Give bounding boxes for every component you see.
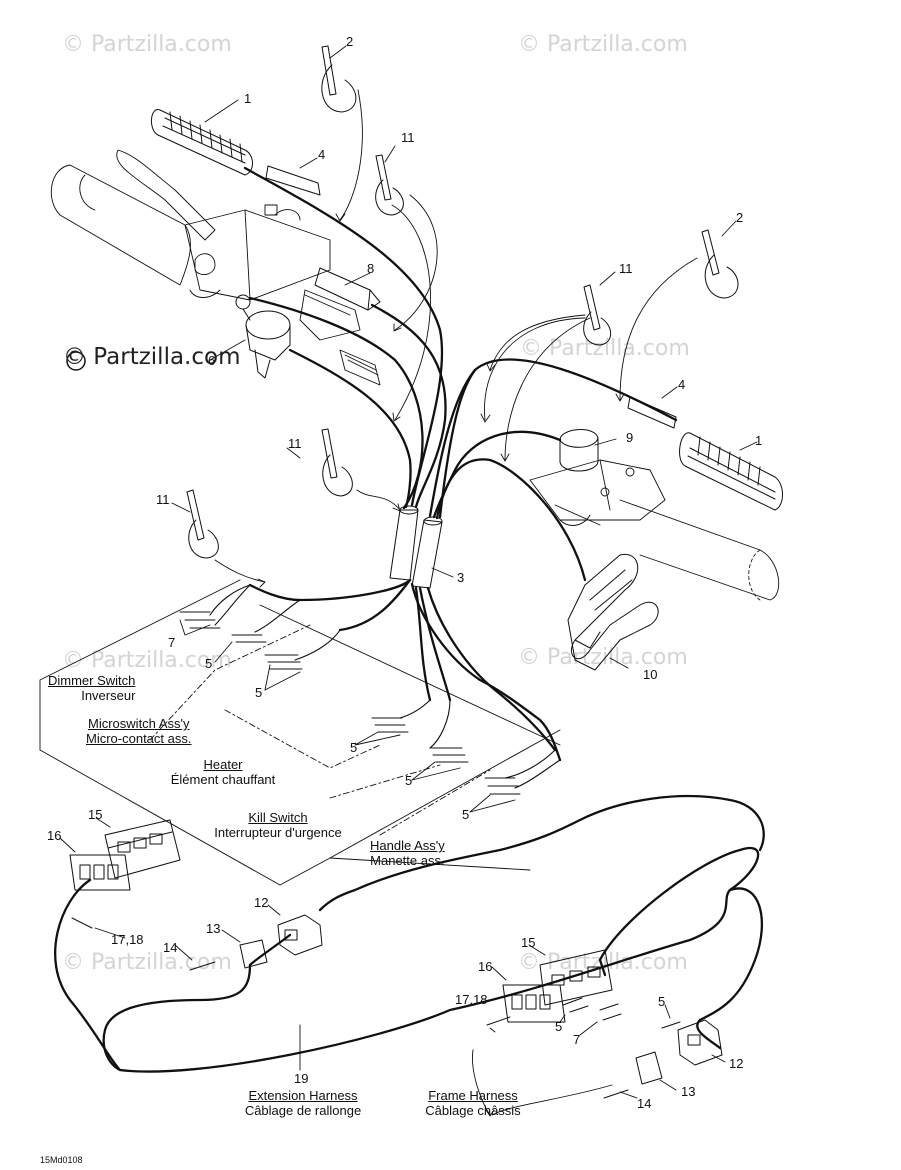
grip-heater-right [679, 432, 783, 511]
dash-leaders [149, 624, 491, 836]
extension-harness [54, 794, 765, 1073]
cable-tie-11-d [186, 489, 219, 559]
callout-5: 5 [462, 807, 470, 822]
label-extension-harness-fr: Câblage de rallonge [244, 1103, 362, 1118]
label-heater: Heater Élément chauffant [157, 757, 289, 787]
callout-1: 1 [755, 433, 763, 448]
callout-2: 2 [346, 34, 354, 49]
cable-tie-2-left [321, 45, 357, 113]
callout-7: 7 [168, 635, 176, 650]
label-microswitch-fr: Micro-contact ass. [86, 731, 192, 746]
label-frame-harness-en: Frame Harness [428, 1088, 518, 1103]
label-handle-assy-fr: Manette ass. [370, 853, 445, 868]
callout-8: 8 [367, 261, 375, 276]
callout-5: 5 [255, 685, 263, 700]
watermark: © Partzilla.com [62, 950, 232, 975]
label-extension-harness-en: Extension Harness [248, 1088, 358, 1103]
callout-12: 12 [254, 895, 269, 910]
pins [71, 917, 681, 1099]
sleeve-left [265, 165, 321, 196]
label-extension-harness: Extension Harness Câblage de rallonge [233, 1088, 373, 1118]
label-heater-fr: Élément chauffant [170, 772, 276, 787]
callout-17-18: 17,18 [111, 932, 144, 947]
sleeve-right [627, 396, 677, 429]
callout-19: 19 [294, 1071, 309, 1086]
terminal-wires [209, 584, 561, 789]
label-frame-harness-fr: Câblage châssis [425, 1103, 521, 1118]
harness-wires [243, 166, 678, 762]
watermark: © Partzilla.com [518, 645, 688, 670]
drawing-code: 15Md0108 [40, 1155, 83, 1165]
callout-17-18: 17,18 [455, 992, 488, 1007]
label-heater-en: Heater [203, 757, 243, 772]
watermark-dark: © Partzilla.com [63, 344, 241, 370]
label-handle-assy: Handle Ass'y Manette ass. [370, 838, 445, 868]
callout-11: 11 [288, 436, 302, 451]
callout-5: 5 [350, 740, 358, 755]
watermark: © Partzilla.com [62, 32, 232, 57]
label-dimmer-switch-en: Dimmer Switch [48, 673, 136, 688]
callout-11: 11 [619, 261, 633, 276]
watermark: © Partzilla.com [520, 336, 690, 361]
connector-housings [69, 819, 723, 1085]
label-handle-assy-en: Handle Ass'y [370, 838, 445, 853]
callout-15: 15 [88, 807, 103, 822]
handle-10 [567, 553, 659, 671]
label-dimmer-switch: Dimmer Switch Inverseur [48, 673, 135, 703]
callout-1: 1 [244, 91, 252, 106]
callout-16: 16 [47, 828, 62, 843]
callout-3: 3 [457, 570, 465, 585]
callout-5: 5 [555, 1019, 563, 1034]
watermark: © Partzilla.com [518, 32, 688, 57]
callout-leaders [59, 45, 758, 1099]
label-frame-harness: Frame Harness Câblage châssis [412, 1088, 534, 1118]
label-dimmer-switch-fr: Inverseur [81, 688, 136, 703]
callout-11: 11 [401, 130, 415, 145]
callout-12: 12 [729, 1056, 744, 1071]
switch-6 [235, 294, 291, 379]
label-kill-switch: Kill Switch Interrupteur d'urgence [198, 810, 358, 840]
harness-sleeves [389, 505, 443, 589]
callout-4: 4 [318, 147, 326, 162]
label-microswitch: Microswitch Ass'y Micro-contact ass. [86, 716, 191, 746]
callout-14: 14 [163, 940, 178, 955]
switch-9 [559, 429, 599, 472]
callout-5: 5 [405, 773, 413, 788]
callout-10: 10 [643, 667, 658, 682]
callout-6: 6 [208, 353, 216, 368]
cable-tie-11-c [321, 428, 353, 497]
callout-13: 13 [681, 1084, 696, 1099]
callout-7: 7 [573, 1032, 581, 1047]
callout-4: 4 [678, 377, 686, 392]
watermark: © Partzilla.com [62, 648, 232, 673]
callout-5: 5 [205, 656, 213, 671]
callout-5: 5 [658, 994, 666, 1009]
tie-arrows [214, 89, 698, 1117]
callout-16: 16 [478, 959, 493, 974]
left-handlebar [50, 149, 381, 386]
callout-11: 11 [156, 492, 170, 507]
terminals [179, 611, 521, 795]
grip-heater-left [151, 109, 253, 176]
callout-13: 13 [206, 921, 221, 936]
cable-tie-2-right [701, 229, 739, 299]
callout-14: 14 [637, 1096, 652, 1111]
callout-15: 15 [521, 935, 536, 950]
cable-tie-11-b [583, 284, 612, 346]
label-kill-switch-fr: Interrupteur d'urgence [214, 825, 342, 840]
callout-2: 2 [736, 210, 744, 225]
right-handlebar [529, 459, 780, 601]
cable-tie-11-a [375, 154, 404, 216]
callout-9: 9 [626, 430, 634, 445]
label-kill-switch-en: Kill Switch [248, 810, 308, 825]
label-microswitch-en: Microswitch Ass'y [88, 716, 190, 731]
